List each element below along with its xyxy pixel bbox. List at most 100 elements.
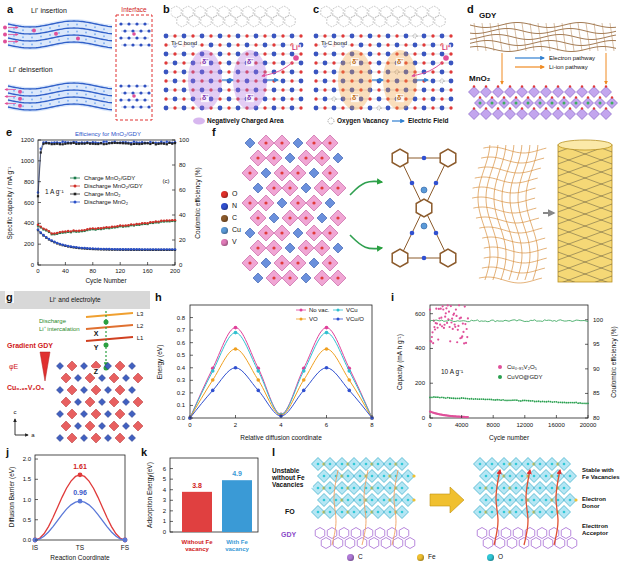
- crystal-to-nanotube-illustration-part: [336, 216, 339, 219]
- cycling-chart-part: [440, 414, 442, 416]
- capacity-chart-part: [149, 222, 151, 224]
- gradient-gdy-illustration-part: [67, 433, 77, 443]
- capacity-chart-part: [75, 230, 77, 232]
- charged-lattice-part: [281, 88, 284, 91]
- annotation: Electron pathway: [548, 55, 596, 62]
- legend-text: No vac.: [308, 307, 330, 314]
- gradient-gdy-illustration-part: [81, 435, 88, 442]
- gradient-gdy-illustration-part: [81, 411, 88, 418]
- li-insertion-illustration-part: [94, 26, 96, 28]
- cycling-chart-part: [454, 323, 456, 325]
- axis-tick-label: 100: [178, 137, 190, 144]
- capacity-chart-part: [111, 248, 113, 250]
- legend-samples-part: [74, 185, 77, 188]
- gradient-gdy-illustration-part: [105, 387, 112, 394]
- diffusion-barrier-chart-part: [78, 499, 83, 504]
- axis-title: Capacity (mA h g⁻¹): [396, 333, 403, 391]
- capacity-chart-part: [56, 242, 58, 244]
- axis-tick-label: 1: [162, 518, 167, 525]
- capacity-chart-part: [127, 249, 129, 251]
- cycling-chart-part: [465, 398, 467, 400]
- cycling-chart-part: [441, 396, 443, 398]
- li-insertion-illustration-part: [5, 89, 16, 90]
- capacity-chart-part: [119, 249, 121, 251]
- vacancy-lattice-part: [377, 79, 382, 84]
- capacity-chart-part: [97, 228, 99, 230]
- cycling-chart-part: [431, 331, 433, 333]
- capacity-chart-part: [59, 143, 61, 145]
- stable-structure-part: [521, 475, 524, 478]
- stable-structure-part: [558, 458, 571, 471]
- unstable-structure-part: [383, 499, 386, 502]
- capacity-chart-part: [48, 231, 50, 233]
- gradient-gdy-illustration-part: [115, 385, 125, 395]
- charged-lattice-part: [236, 34, 241, 39]
- stable-structure-part: [479, 511, 482, 514]
- cycling-chart-part: [449, 397, 451, 399]
- axis-ticks-part: [35, 479, 38, 480]
- charged-lattice-part: [182, 88, 187, 93]
- vacancy-lattice-part: [449, 106, 452, 109]
- axis-tick-label: 0.5: [176, 352, 186, 359]
- capacity-chart-part: [149, 249, 151, 251]
- gdy-mno2-illustration-part: [565, 87, 576, 98]
- charged-lattice-part: [263, 43, 268, 48]
- stable-structure-part: [569, 475, 572, 478]
- li-insertion-illustration-part: [147, 105, 150, 108]
- unstable-structure-part: [353, 511, 356, 514]
- charged-lattice-part: [182, 52, 187, 57]
- crystal-to-nanotube-illustration-part: [309, 258, 319, 268]
- legend-swatch: [221, 239, 228, 246]
- stable-structure-part: [515, 511, 518, 514]
- li-insertion-illustration-part: [58, 39, 60, 41]
- axis-tick-label: 400: [414, 345, 426, 352]
- capacity-chart-part: [100, 142, 102, 144]
- axis-ticks-part: [172, 215, 175, 216]
- capacity-chart-part: [160, 220, 162, 222]
- cycling-chart-part: [467, 398, 469, 400]
- gradient-gdy-illustration-part: [105, 363, 112, 370]
- charged-lattice-part: [281, 79, 286, 84]
- gradient-gdy-illustration-part: [104, 320, 109, 325]
- li-insertion-illustration-part: [8, 104, 112, 110]
- crystal-to-nanotube-illustration-part: [304, 216, 307, 219]
- capacity-chart-part: [124, 248, 126, 250]
- capacity-chart-part: [62, 244, 64, 246]
- gdy-mno2-illustration-part: [554, 23, 558, 51]
- li-insertion-illustration-part: [139, 43, 142, 46]
- charged-lattice-part: [173, 52, 176, 55]
- charged-lattice-part: [299, 88, 302, 91]
- crystal-to-nanotube-illustration-part: [256, 216, 259, 219]
- capacity-chart-part: [116, 225, 118, 227]
- capacity-chart-part: [86, 229, 88, 231]
- crystal-to-nanotube-illustration-part: [320, 156, 323, 159]
- crystal-to-nanotube-illustration-part: [416, 199, 432, 217]
- crystal-to-nanotube-illustration-part: [250, 240, 266, 256]
- gdy-mno2-illustration-part: [587, 96, 589, 98]
- capacity-chart-part: [111, 226, 113, 228]
- unstable-structure-part: [375, 528, 385, 539]
- li-insertion-illustration-part: [132, 32, 136, 36]
- li-insertion-illustration-part: [31, 36, 33, 38]
- charged-lattice-part: [236, 43, 239, 46]
- cycling-chart-part: [492, 399, 494, 401]
- capacity-chart-part: [133, 248, 135, 250]
- capacity-chart-part: [122, 248, 124, 250]
- energy-profile-chart-part: [347, 369, 351, 373]
- li-insertion-illustration-part: [13, 104, 15, 106]
- charged-lattice-part: [281, 61, 286, 66]
- stable-structure-part: [528, 494, 541, 507]
- stable-structure-part: [480, 470, 493, 483]
- stable-structure-part: [474, 458, 487, 471]
- capacity-chart-part: [108, 142, 110, 144]
- charged-lattice-part: [164, 88, 169, 93]
- axis-ticks-part: [92, 262, 93, 265]
- capacity-chart-part: [149, 248, 151, 250]
- li-insertion-illustration-part: [58, 32, 60, 34]
- cycling-chart-part: [518, 400, 520, 402]
- vacancy-lattice-part: [368, 106, 373, 111]
- charged-lattice-part: [173, 79, 178, 84]
- cycling-chart-part: [458, 416, 460, 418]
- charged-lattice-part: [227, 43, 232, 48]
- legend-swatch: [417, 554, 424, 561]
